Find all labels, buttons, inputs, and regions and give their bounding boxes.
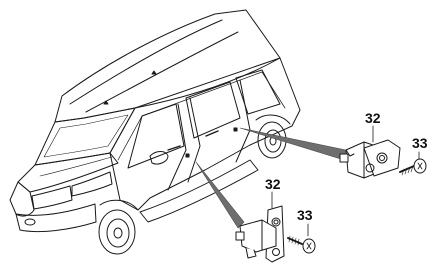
front-door-window [127, 103, 185, 169]
minivan-illustration [9, 9, 301, 255]
roof-outline [54, 9, 281, 123]
fog-lamp [24, 218, 36, 226]
front-door-marker [185, 153, 190, 158]
headlight [71, 171, 113, 197]
roof-rail [69, 19, 223, 105]
front-switch-hole-1 [271, 217, 281, 227]
front-leader-wedge [195, 161, 245, 229]
rear-screw [399, 158, 427, 176]
front-door-switch-assembly [235, 191, 316, 263]
roof-marker [151, 70, 157, 75]
front-door-seam [167, 103, 187, 191]
rear-leader-wedge [239, 127, 347, 161]
callout-front-sensor: 32 [265, 176, 281, 192]
front-wheel [98, 199, 139, 255]
rear-door-switch-assembly [339, 125, 427, 179]
sliding-door-seam [187, 97, 201, 183]
callout-rear-screw: 33 [412, 135, 428, 151]
front-grille [31, 185, 73, 210]
sliding-door-marker [233, 127, 238, 132]
front-fascia [9, 181, 35, 217]
beltline [117, 71, 286, 161]
front-bumper [15, 203, 97, 233]
callout-front-screw: 33 [297, 207, 313, 223]
hood-crease [39, 156, 113, 177]
rocker-panel [139, 159, 259, 223]
windshield-inner [43, 114, 129, 158]
roof-rail-2 [85, 31, 239, 113]
callout-rear-sensor: 32 [365, 110, 381, 126]
rear-switch-hole-1 [376, 152, 388, 164]
sliding-door-window [185, 81, 241, 139]
front-switch-body [239, 219, 277, 253]
hood [17, 152, 119, 193]
rear-switch-hole-2 [365, 163, 375, 173]
sliding-door-rear-seam [235, 79, 251, 163]
front-switch-hole-2 [272, 248, 280, 256]
hood-marker [103, 100, 109, 105]
sliding-door-handle [205, 130, 219, 137]
front-screw [287, 235, 316, 254]
side-body [109, 57, 301, 211]
side-mirror [149, 151, 169, 165]
front-door-handle [167, 145, 181, 151]
